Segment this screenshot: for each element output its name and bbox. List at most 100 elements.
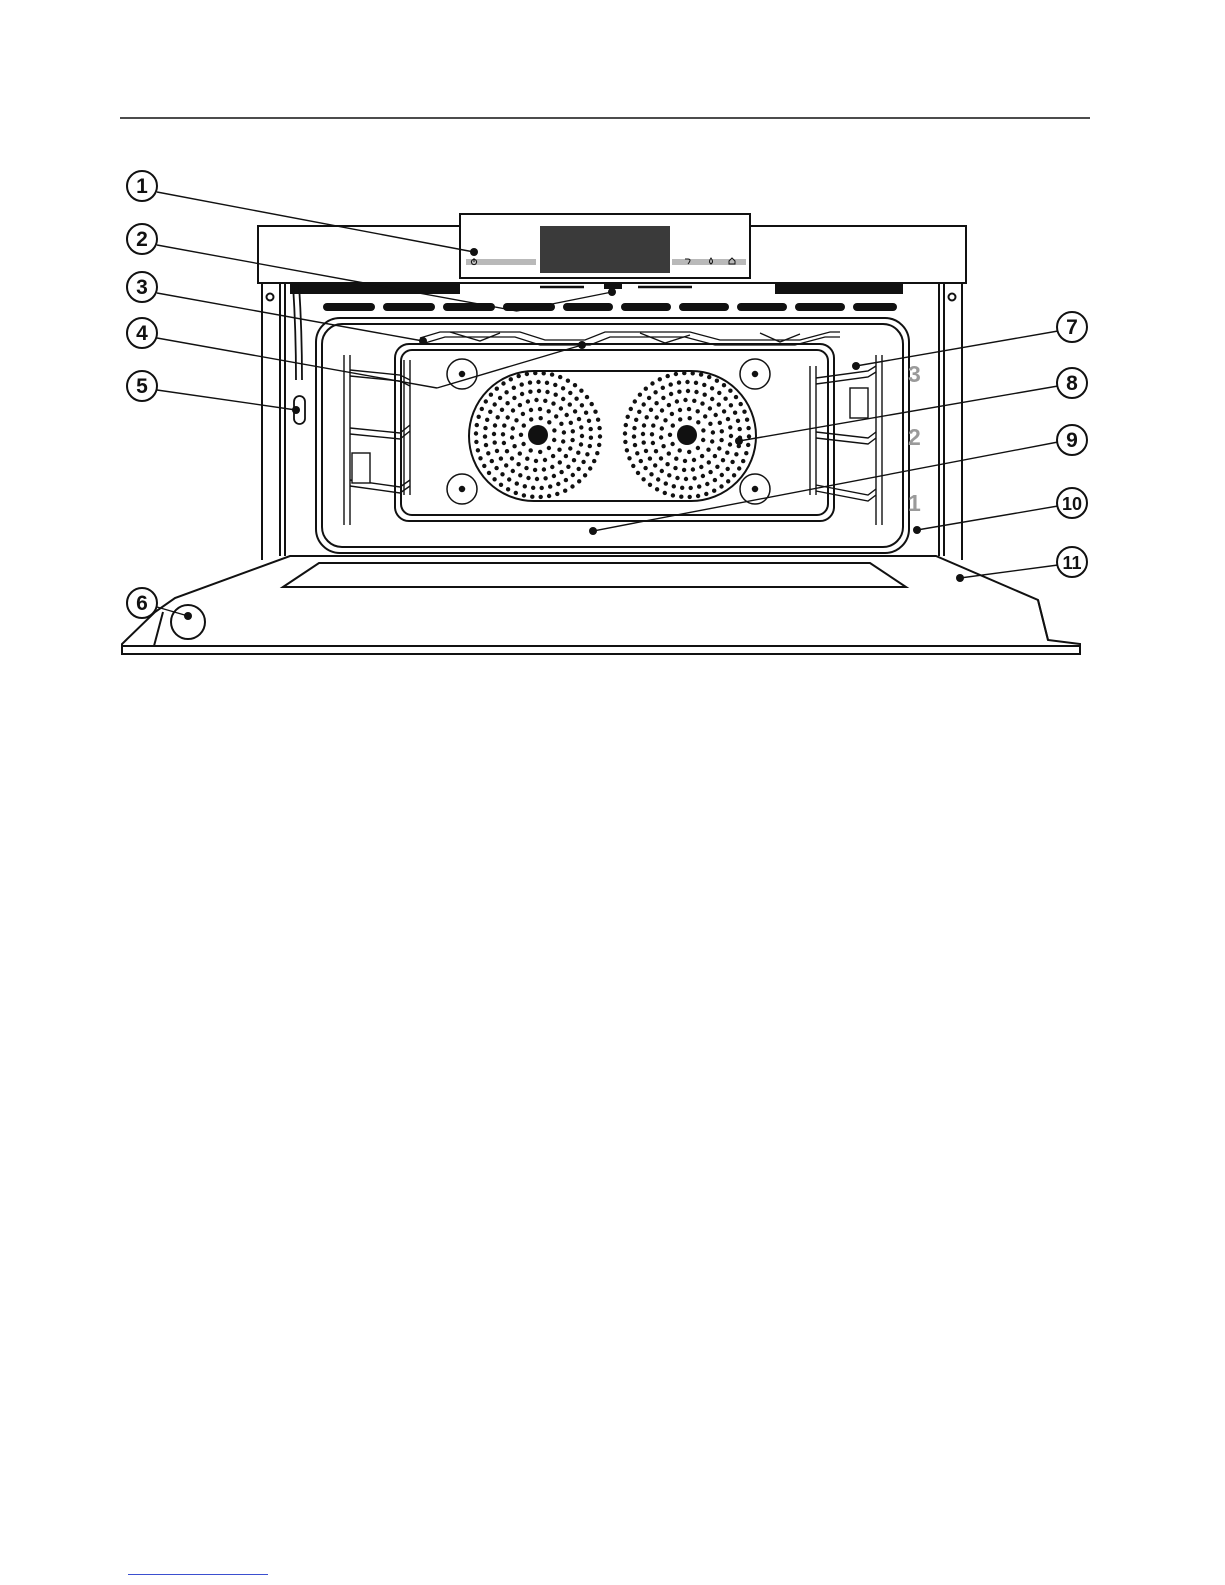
- fan-hole: [511, 408, 515, 412]
- fan-hole: [499, 456, 503, 460]
- fan-hole: [654, 401, 658, 405]
- fan-hole: [715, 465, 719, 469]
- fan-hole: [723, 397, 727, 401]
- fan-hole: [692, 476, 696, 480]
- fan-hole: [637, 410, 641, 414]
- fan-hole: [543, 476, 547, 480]
- fan-hole: [729, 434, 733, 438]
- fan-hole: [585, 395, 589, 399]
- fan-hole: [633, 399, 637, 403]
- fan-hole: [515, 481, 519, 485]
- fan-hole: [696, 409, 700, 413]
- fan-hole: [521, 442, 525, 446]
- fan-hole: [547, 409, 551, 413]
- fan-hole: [701, 474, 705, 478]
- fan-hole: [493, 440, 497, 444]
- shelf-level-1: 1: [908, 490, 921, 516]
- fan-hole: [623, 440, 627, 444]
- fan-hole: [717, 446, 721, 450]
- fan-hole: [495, 387, 499, 391]
- fan-hole: [550, 372, 554, 376]
- fan-hole: [667, 473, 671, 477]
- fan-hole: [645, 415, 649, 419]
- fan-hole: [564, 478, 568, 482]
- fan-hole: [683, 398, 687, 402]
- fan-hole: [587, 419, 591, 423]
- fan-hole: [488, 410, 492, 414]
- fan-hole: [696, 446, 700, 450]
- svg-text:8: 8: [1066, 372, 1078, 395]
- fan-hole: [512, 444, 516, 448]
- fan-hole: [702, 383, 706, 387]
- fan-hole: [713, 454, 717, 458]
- fan-hole: [730, 460, 734, 464]
- fan-hole: [506, 415, 510, 419]
- fan-hole: [580, 434, 584, 438]
- fan-hole: [505, 449, 509, 453]
- fan-hole: [518, 403, 522, 407]
- fan-hole: [680, 486, 684, 490]
- fan-hole: [728, 425, 732, 429]
- fan-hole: [694, 381, 698, 385]
- vent-slots: [323, 303, 897, 311]
- callout-6: 6: [127, 588, 157, 618]
- fan-hole: [525, 457, 529, 461]
- fan-hole: [562, 430, 566, 434]
- fan-hole: [700, 401, 704, 405]
- fan-hole: [722, 383, 726, 387]
- fan-hole: [521, 412, 525, 416]
- fan-hole: [677, 380, 681, 384]
- fan-hole: [505, 401, 509, 405]
- fan-hole: [529, 417, 533, 421]
- fan-hole: [729, 403, 733, 407]
- fan-hole: [579, 442, 583, 446]
- svg-text:1: 1: [136, 175, 148, 198]
- svg-text:6: 6: [136, 592, 148, 615]
- fan-hole: [538, 407, 542, 411]
- fan-hole: [553, 383, 557, 387]
- fan-hole: [717, 391, 721, 395]
- fan-hole: [665, 462, 669, 466]
- fan-hole: [522, 493, 526, 497]
- fan-hole: [726, 467, 730, 471]
- fan-hole: [691, 467, 695, 471]
- fan-hole: [726, 417, 730, 421]
- fan-hole: [536, 380, 540, 384]
- fan-hole: [720, 473, 724, 477]
- fan-hole: [495, 449, 499, 453]
- fan-hole: [738, 427, 742, 431]
- callout-7: 7: [1057, 312, 1087, 342]
- fan-hole: [682, 468, 686, 472]
- fan-hole: [526, 399, 530, 403]
- fan-hole: [516, 462, 520, 466]
- fan-hole: [675, 399, 679, 403]
- svg-text:4: 4: [136, 322, 148, 345]
- fan-hole: [669, 392, 673, 396]
- fan-hole: [734, 395, 738, 399]
- fan-hole: [661, 396, 665, 400]
- fan-hole: [658, 377, 662, 381]
- fan-hole: [570, 484, 574, 488]
- fan-hole: [480, 407, 484, 411]
- fan-hole: [692, 458, 696, 462]
- fan-hole: [520, 382, 524, 386]
- fan-hole: [579, 389, 583, 393]
- fan-hole: [593, 410, 597, 414]
- fan-hole: [538, 450, 542, 454]
- fan-hole: [659, 435, 663, 439]
- fan-hole: [708, 470, 712, 474]
- fan-hole: [746, 443, 750, 447]
- fan-hole: [476, 448, 480, 452]
- fan-hole: [579, 425, 583, 429]
- fan-hole: [477, 415, 481, 419]
- callout-11: 11: [1057, 547, 1087, 577]
- fan-hole: [745, 418, 749, 422]
- fan-hole: [632, 426, 636, 430]
- fan-hole: [514, 418, 518, 422]
- fan-hole: [520, 392, 524, 396]
- fan-hole: [554, 393, 558, 397]
- fan-hole: [661, 444, 665, 448]
- fan-hole: [581, 460, 585, 464]
- fan-hole: [499, 483, 503, 487]
